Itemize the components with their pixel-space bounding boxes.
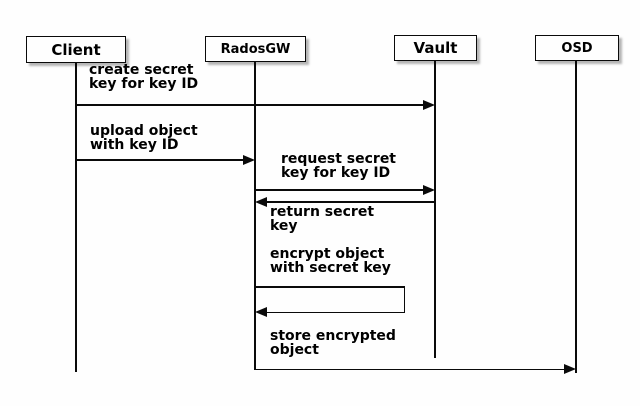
message-label-encrypt-object: encrypt object with secret key (270, 246, 391, 276)
lifeline-radosgw (254, 62, 256, 370)
message-label-upload-object: upload object with key ID (90, 123, 198, 153)
message-line-store-encrypted-object (255, 368, 565, 370)
participant-vault: Vault (394, 35, 477, 61)
participant-osd: OSD (535, 35, 619, 61)
message-line-request-secret-key (255, 189, 424, 191)
participant-client: Client (26, 36, 126, 63)
participant-osd-label: OSD (561, 40, 593, 56)
arrowhead-right-icon (423, 184, 435, 195)
message-label-return-secret-key: return secret key (270, 204, 375, 234)
lifeline-osd (575, 61, 577, 373)
arrowhead-left-icon (255, 307, 267, 317)
message-line-create-secret-key (76, 104, 424, 106)
self-message-line-bottom (267, 311, 405, 313)
self-message-line-right (403, 286, 405, 313)
participant-radosgw-label: RadosGW (220, 41, 291, 57)
arrowhead-left-icon (255, 196, 267, 207)
arrowhead-right-icon (243, 154, 255, 165)
arrowhead-right-icon (564, 364, 576, 374)
arrowhead-right-icon (423, 99, 435, 110)
lifeline-vault (434, 61, 436, 358)
participant-client-label: Client (51, 40, 101, 59)
message-label-request-secret-key: request secret key for key ID (281, 151, 397, 181)
self-message-line-top (255, 286, 405, 288)
participant-vault-label: Vault (413, 39, 458, 57)
message-label-create-secret-key: create secret key for key ID (89, 62, 199, 92)
participant-radosgw: RadosGW (205, 36, 306, 62)
message-line-return-secret-key (266, 201, 435, 203)
message-label-store-encrypted-object: store encrypted object (270, 328, 396, 358)
message-line-upload-object (76, 159, 243, 161)
lifeline-client (75, 63, 77, 372)
